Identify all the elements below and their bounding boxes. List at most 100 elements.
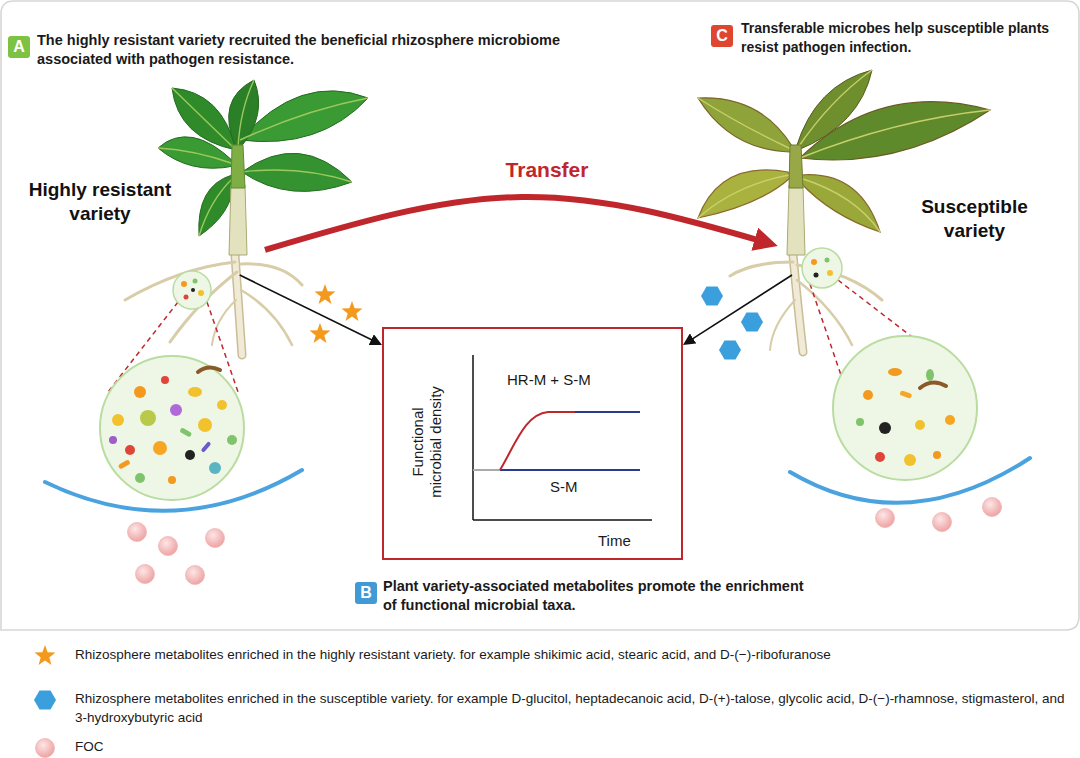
microbiome-zoom-resistant [184,295,189,300]
growth-chart [500,412,575,470]
step-badge: AThe highly resistant variety recruited … [8,36,30,58]
susceptible-banana-leaves [800,178,880,232]
microbiome-zoom-resistant [181,281,187,287]
microbiome-zoom-susceptible [825,258,830,263]
legend-text: FOC [75,737,1070,756]
microbiome-zoom-susceptible [926,369,934,381]
microbiome-zoom-resistant [217,400,227,410]
microbiome-zoom-susceptible [863,390,873,400]
microbiome-zoom-susceptible [888,368,902,376]
microbiome-zoom-susceptible [933,451,941,459]
series-label: S-M [550,478,578,496]
susceptible-banana-leaves [800,102,990,160]
resistant-banana-roots [212,300,236,345]
microbiome-zoom-susceptible [904,454,916,466]
step-statement: Plant variety-associated metabolites pro… [383,577,813,615]
resistant-banana-leaves [229,185,247,255]
step-statement: The highly resistant variety recruited t… [37,31,607,69]
resistant-banana-leaves [242,153,352,191]
resistant-banana-leaves [158,80,368,236]
metabolite-star [310,323,331,343]
microbiome-zoom-resistant [168,476,176,484]
step-statement: Transferable microbes help susceptible p… [741,19,1071,57]
susceptible-banana-roots [770,300,795,350]
microbiome-zoom-susceptible [856,418,864,426]
legend-text: Rhizosphere metabolites enriched in the … [75,689,1070,727]
microbiome-zoom-resistant [112,414,124,426]
legend-star [33,644,57,668]
microbiome-zoom-resistant [100,271,244,500]
microbiome-zoom-resistant [100,356,244,500]
legend-circle [33,736,57,758]
metabolite-star [342,301,363,321]
microbiome-zoom-susceptible [827,270,833,276]
microbiome-zoom-resistant [173,271,211,309]
microbiome-zoom-resistant [185,450,195,460]
susceptible-banana-leaves [698,98,791,149]
resistant-banana-roots [125,255,302,355]
plant-variety: Highly resistant variety [150,70,265,275]
susceptible-banana-leaves [698,175,789,218]
microbiome-zoom-resistant [227,435,237,445]
microbiome-zoom-resistant [191,288,195,292]
microbiome-zoom-resistant [125,445,135,455]
metabolite-arrow [240,275,378,343]
microbiome-zoom-resistant [170,404,182,416]
microbiome-zoom-resistant [193,279,198,284]
legend-symbol [36,739,55,758]
arrowhead-def [240,197,792,343]
microbiome-zoom-susceptible [945,415,955,425]
badge-letter: C [711,25,733,47]
microbiome-zoom-resistant [198,367,220,372]
susceptible-banana-leaves [789,145,803,188]
growth-chart [473,355,652,520]
zoom-leader [810,284,842,378]
resistant-banana-leaves [158,148,234,164]
microbiome-zoom-susceptible [899,390,912,399]
root-zone-arc [45,458,1030,511]
root-zone-arc [45,470,302,511]
legend-text: Rhizosphere metabolites enriched in the … [75,645,1070,664]
microbiome-zoom-resistant [153,441,167,455]
axis-title: Time [598,532,631,550]
resistant-banana-leaves [172,88,236,150]
foc-pathogen [136,565,155,584]
resistant-banana-roots [241,290,292,345]
resistant-banana-leaves [158,137,234,168]
growth-chart [575,411,640,413]
growth-chart [472,355,474,520]
resistant-banana-roots [241,264,302,285]
susceptible-banana-leaves [698,70,990,255]
microbiome-zoom-susceptible [811,259,817,265]
microbiome-zoom-susceptible [920,382,946,388]
susceptible-banana-leaves [800,175,880,232]
axis-title: Functional microbial density [409,377,445,507]
microbiome-zoom-resistant [118,459,131,469]
zoom-leader [108,280,968,392]
microbiome-zoom-resistant [188,387,202,397]
resistant-banana-leaves [231,145,245,188]
microbiome-zoom-resistant [140,410,156,426]
metabolite-star [315,284,336,304]
resistant-banana-leaves [199,175,234,236]
microbiome-zoom-resistant [198,290,204,296]
resistant-banana-roots [235,255,242,355]
variety-label: Highly resistant variety [10,178,190,226]
microbiome-zoom-susceptible [802,248,842,288]
step-badge: BPlant variety-associated metabolites pr… [355,582,377,604]
legend-symbol [34,690,56,709]
resistant-banana-roots [170,272,237,342]
foc-pathogen [128,523,147,542]
microbiome-zoom-susceptible [802,248,977,480]
foc-pathogen [933,513,952,532]
metabolite-arrow [687,275,792,342]
growth-chart [473,519,652,521]
resistant-banana-leaves [240,91,368,142]
transfer-arrow [265,197,769,250]
legend-hexagon [33,688,57,712]
susceptible-banana-leaves [787,185,805,255]
susceptible-banana-leaves [698,70,990,232]
